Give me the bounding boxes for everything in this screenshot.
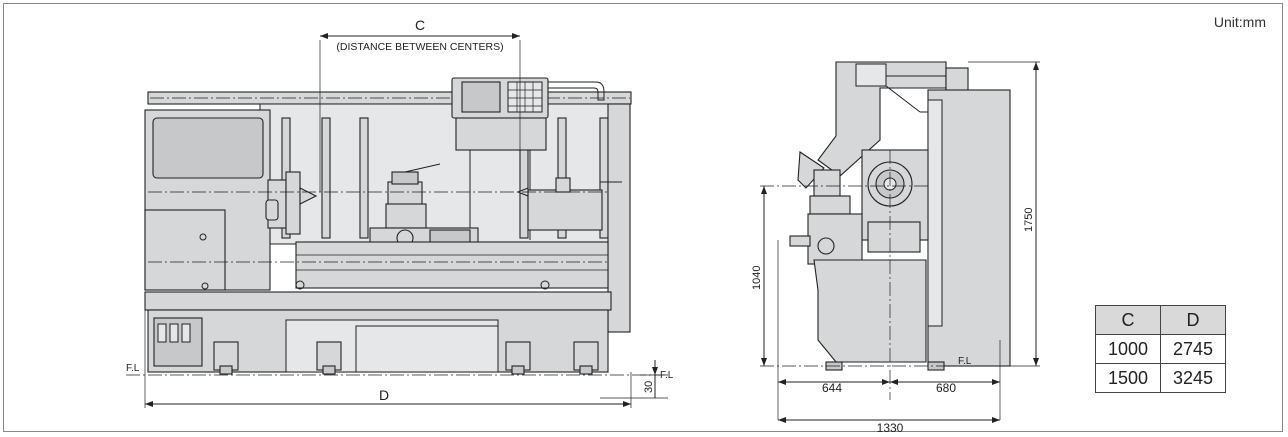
base-top [144,291,612,311]
label-1750: 1750 [1023,208,1035,232]
label-d: D [379,387,389,403]
table-cell: 1000 [1095,334,1161,364]
label-fl-side: F.L [958,356,972,367]
label-30: 30 [643,381,655,393]
chuck [285,171,301,235]
label-fl-right: F.L [660,370,674,381]
table-cell: 3245 [1160,363,1226,393]
unit-label: Unit:mm [1213,14,1266,30]
label-680: 680 [936,381,956,395]
side-tailstock [867,221,921,253]
bed [295,241,609,289]
tailstock [527,189,603,231]
tailstock-housing [607,103,631,333]
table-cell: 2745 [1160,334,1226,364]
front-view [126,33,668,408]
control-panel-base [455,117,547,151]
table-header-d: D [1160,305,1226,335]
headstock-window [152,117,264,179]
label-644: 644 [822,381,842,395]
side-view [760,61,1040,423]
side-tool-post [813,169,841,197]
table-header-c: C [1095,305,1161,335]
table-row: 1000 2745 [1095,334,1226,364]
control-screen [461,81,501,113]
tool-post-handle [404,163,441,173]
label-1040: 1040 [751,266,763,290]
table-row: 1500 3245 [1095,363,1226,393]
side-base [813,259,927,363]
leveling-feet [213,341,599,375]
label-distance-between-centers: (DISTANCE BETWEEN CENTERS) [336,41,503,53]
label-c: C [415,17,425,33]
table-header-row: C D [1095,305,1226,335]
c-d-table: C D 1000 2745 1500 3245 [1095,305,1226,393]
label-fl-left: F.L [126,363,140,374]
table-cell: 1500 [1095,363,1161,393]
cable-arm [548,81,605,101]
headstock-lower [144,209,226,291]
side-cover-arm [797,151,825,189]
label-1330: 1330 [877,421,904,435]
